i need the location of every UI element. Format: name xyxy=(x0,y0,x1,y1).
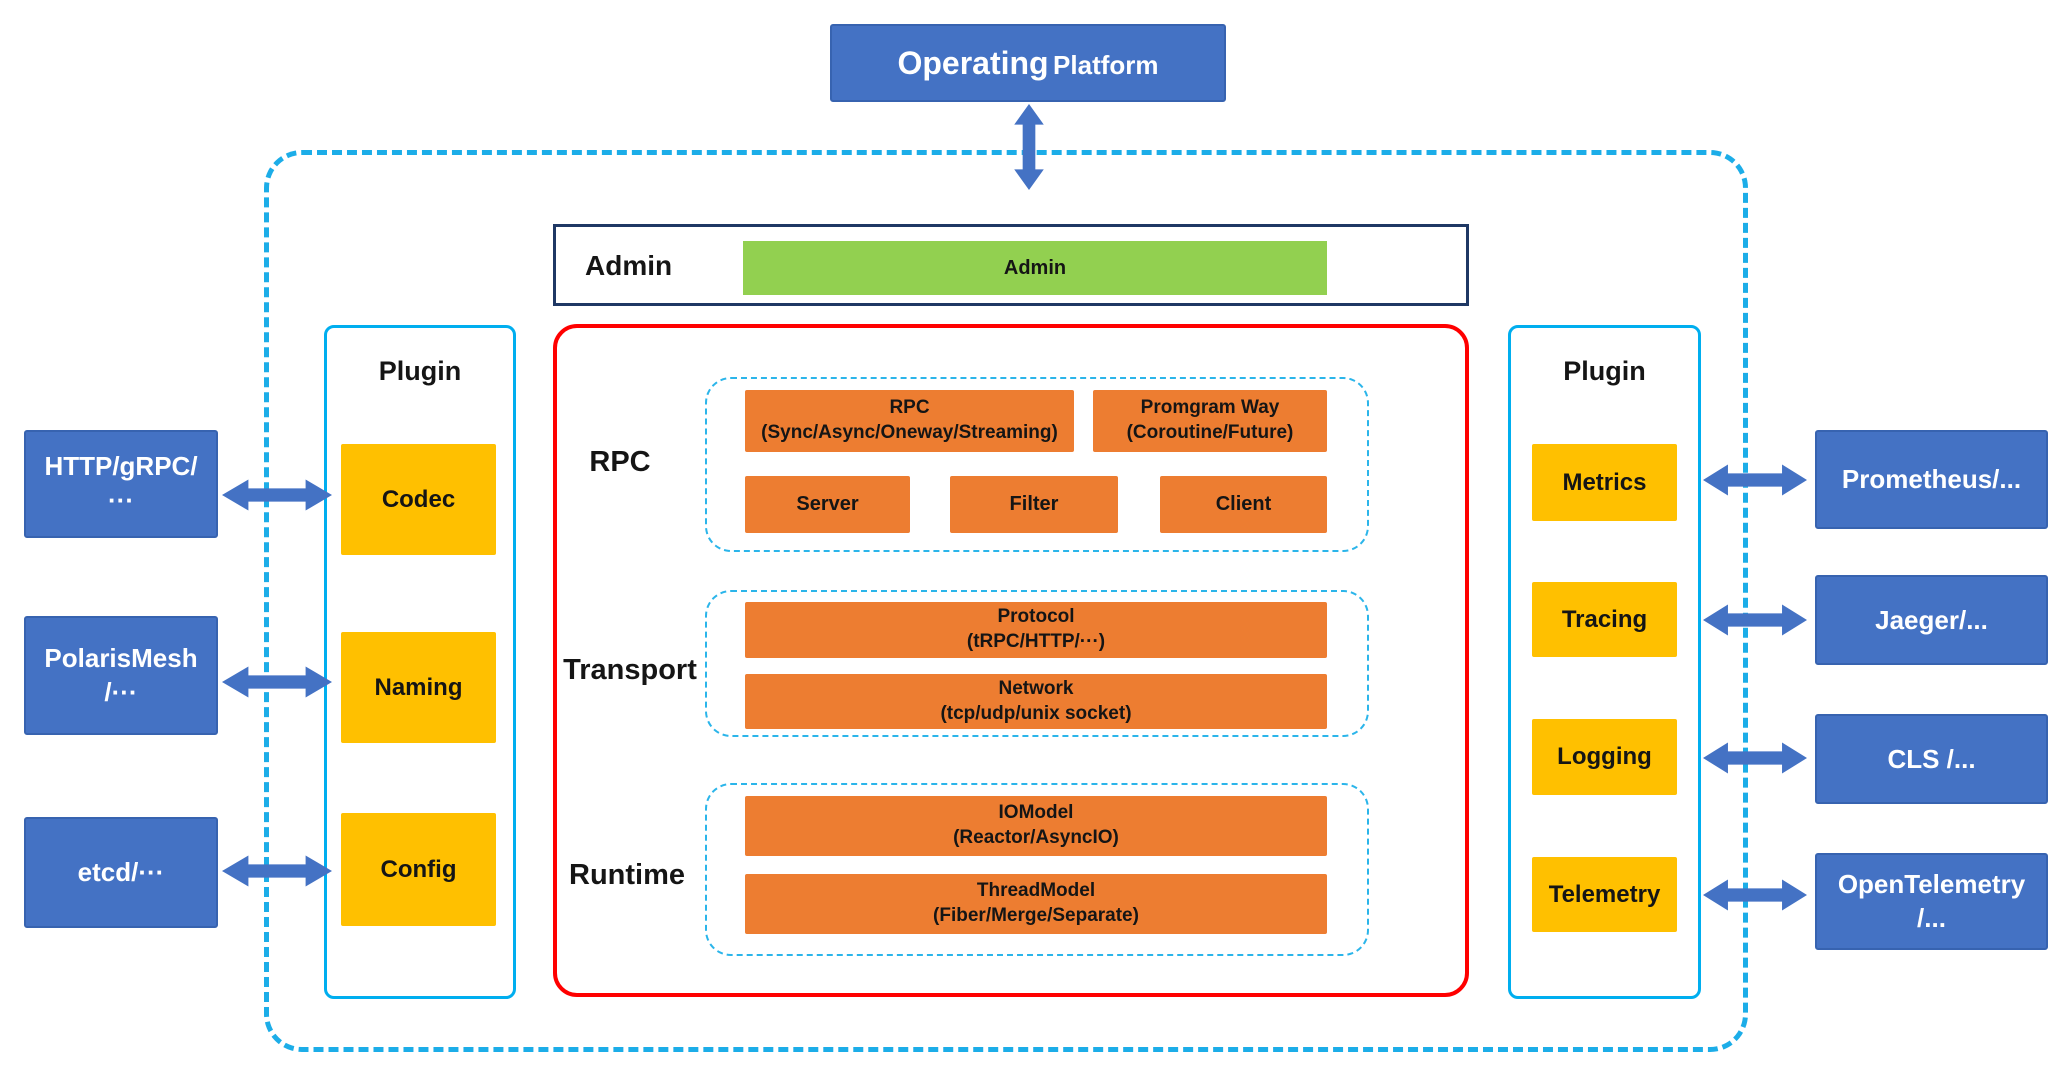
opentelemetry-box: OpenTelemetry /... xyxy=(1815,853,2048,950)
client-box: Client xyxy=(1160,476,1327,533)
framework-boundary xyxy=(264,150,1748,1052)
config-box: Config xyxy=(341,813,496,926)
config-label: Config xyxy=(380,855,457,883)
protocol-box: Protocol (tRPC/HTTP/···) xyxy=(745,602,1327,658)
admin-bar: Admin xyxy=(743,241,1327,295)
admin-section-label: Admin xyxy=(585,250,673,281)
double-arrow-horizontal-icon xyxy=(222,666,332,698)
logging-label: Logging xyxy=(1557,743,1652,770)
threadmodel-line2: (Fiber/Merge/Separate) xyxy=(933,905,1139,926)
server-box: Server xyxy=(745,476,910,533)
polarismesh-line2: /··· xyxy=(104,676,138,707)
polarismesh-line1: PolarisMesh xyxy=(44,642,198,673)
program-way-box: Promgram Way (Coroutine/Future) xyxy=(1093,390,1327,452)
filter-box: Filter xyxy=(950,476,1118,533)
arrow-etcd-config xyxy=(222,851,332,891)
rpc-modes-line2: (Sync/Async/Oneway/Streaming) xyxy=(761,422,1058,443)
double-arrow-horizontal-icon xyxy=(1703,464,1807,496)
arrow-operating-platform-framework xyxy=(1010,104,1048,190)
protocol-line1: Protocol xyxy=(997,606,1075,628)
double-arrow-horizontal-icon xyxy=(222,479,332,511)
double-arrow-horizontal-icon xyxy=(1703,879,1807,911)
rpc-modes-line1: RPC xyxy=(889,397,930,419)
admin-bar-label: Admin xyxy=(1003,256,1067,279)
cls-line1: CLS /... xyxy=(1887,743,1976,774)
http-grpc-line1: HTTP/gRPC/ xyxy=(44,451,198,482)
arrow-tracing-jaeger xyxy=(1703,600,1807,640)
opentelemetry-line1: OpenTelemetry xyxy=(1837,868,2026,899)
opentelemetry-line2: /... xyxy=(1917,902,1946,933)
naming-box: Naming xyxy=(341,632,496,743)
client-label: Client xyxy=(1215,493,1272,515)
operating-platform-box: Operating Platform xyxy=(830,24,1226,102)
prometheus-box: Prometheus/... xyxy=(1815,430,2048,529)
network-box: Network (tcp/udp/unix socket) xyxy=(745,674,1327,729)
program-way-line2: (Coroutine/Future) xyxy=(1126,422,1294,443)
operating-platform-title: Operating Platform xyxy=(897,45,1158,82)
double-arrow-horizontal-icon xyxy=(1703,604,1807,636)
iomodel-line2: (Reactor/AsyncIO) xyxy=(953,827,1119,848)
jaeger-line1: Jaeger/... xyxy=(1875,604,1988,635)
iomodel-line1: IOModel xyxy=(998,802,1074,824)
iomodel-box: IOModel (Reactor/AsyncIO) xyxy=(745,796,1327,856)
arrow-polarismesh-naming xyxy=(222,662,332,702)
codec-box: Codec xyxy=(341,444,496,555)
http-grpc-line2: ··· xyxy=(108,485,134,515)
logging-box: Logging xyxy=(1532,719,1677,795)
threadmodel-box: ThreadModel (Fiber/Merge/Separate) xyxy=(745,874,1327,934)
server-label: Server xyxy=(796,493,859,515)
rpc-section-label: RPC xyxy=(589,446,651,478)
operating-platform-title-sub: Platform xyxy=(1053,49,1159,80)
metrics-box: Metrics xyxy=(1532,444,1677,521)
etcd-box: etcd/··· xyxy=(24,817,218,928)
arrow-metrics-prometheus xyxy=(1703,460,1807,500)
runtime-section-group xyxy=(705,783,1369,956)
codec-label: Codec xyxy=(381,485,456,513)
network-line2: (tcp/udp/unix socket) xyxy=(940,702,1132,724)
program-way-line1: Promgram Way xyxy=(1140,397,1280,419)
arrow-http-grpc-codec xyxy=(222,475,332,515)
http-grpc-box: HTTP/gRPC/ ··· xyxy=(24,430,218,538)
rpc-modes-box: RPC (Sync/Async/Oneway/Streaming) xyxy=(745,390,1074,452)
metrics-label: Metrics xyxy=(1562,468,1647,496)
arrow-logging-cls xyxy=(1703,738,1807,778)
cls-box: CLS /... xyxy=(1815,714,2048,804)
network-line1: Network xyxy=(998,677,1074,699)
tracing-label: Tracing xyxy=(1561,605,1648,633)
rpc-section-group xyxy=(705,377,1369,552)
double-arrow-horizontal-icon xyxy=(1703,742,1807,774)
arrow-telemetry-opentelemetry xyxy=(1703,875,1807,915)
filter-label: Filter xyxy=(1009,493,1059,515)
threadmodel-line1: ThreadModel xyxy=(976,880,1096,902)
operating-platform-title-main: Operating xyxy=(897,44,1049,81)
transport-section-group xyxy=(705,590,1369,737)
right-plugin-title: Plugin xyxy=(1563,356,1646,386)
transport-section-label: Transport xyxy=(563,654,697,686)
jaeger-box: Jaeger/... xyxy=(1815,575,2048,665)
protocol-line2: (tRPC/HTTP/···) xyxy=(966,631,1106,652)
tracing-box: Tracing xyxy=(1532,582,1677,657)
left-plugin-title: Plugin xyxy=(378,356,462,386)
prometheus-line1: Prometheus/... xyxy=(1841,464,2022,494)
runtime-section-label: Runtime xyxy=(569,859,685,891)
etcd-line1: etcd/··· xyxy=(77,857,165,887)
polarismesh-box: PolarisMesh /··· xyxy=(24,616,218,735)
double-arrow-horizontal-icon xyxy=(222,855,332,887)
naming-label: Naming xyxy=(374,673,463,701)
telemetry-label: Telemetry xyxy=(1548,880,1661,908)
telemetry-box: Telemetry xyxy=(1532,857,1677,932)
double-arrow-vertical-icon xyxy=(1014,104,1044,190)
